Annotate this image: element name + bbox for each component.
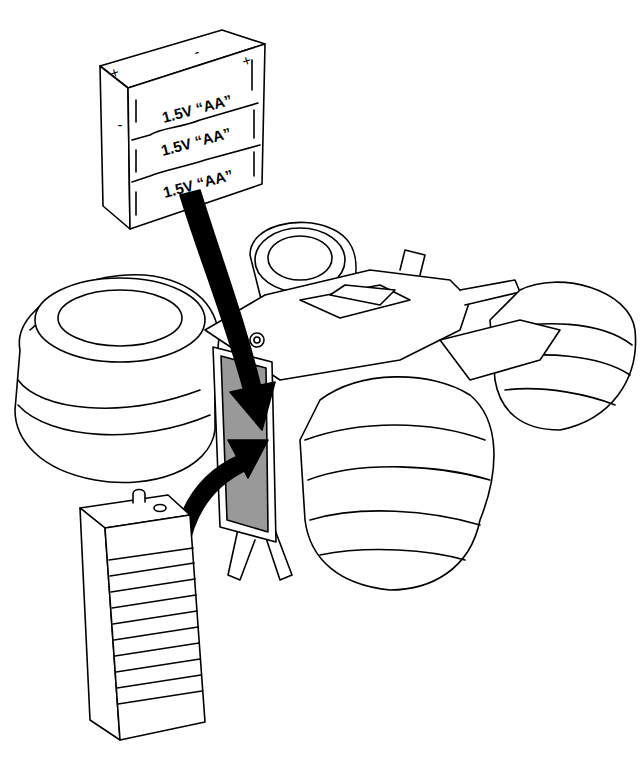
battery-contact: [136, 60, 254, 215]
wheel: [15, 275, 219, 483]
wheel-hub: [268, 236, 332, 280]
arrow-head: [230, 382, 275, 430]
cover-hole: [154, 505, 166, 512]
cover-rib: [109, 548, 202, 704]
wheel-tread: [305, 425, 490, 560]
fender: [440, 320, 560, 380]
wheel-hub: [58, 290, 182, 346]
cover-panel: [105, 515, 205, 740]
handlebar: [400, 250, 520, 305]
arrow-shaft: [180, 190, 262, 395]
wheel-hub: [35, 278, 205, 362]
wheel: [300, 377, 494, 590]
battery-cover: [80, 490, 205, 741]
polarity-mark: -: [118, 117, 123, 132]
cover-hinge: [133, 490, 145, 504]
insert-arrow: [172, 190, 275, 550]
battery-pack-side: [100, 66, 130, 229]
arrow-head: [228, 440, 268, 478]
vehicle-body: [300, 285, 410, 318]
screw-post: [250, 333, 264, 347]
seat: [330, 285, 395, 305]
screw-post: [254, 337, 260, 343]
